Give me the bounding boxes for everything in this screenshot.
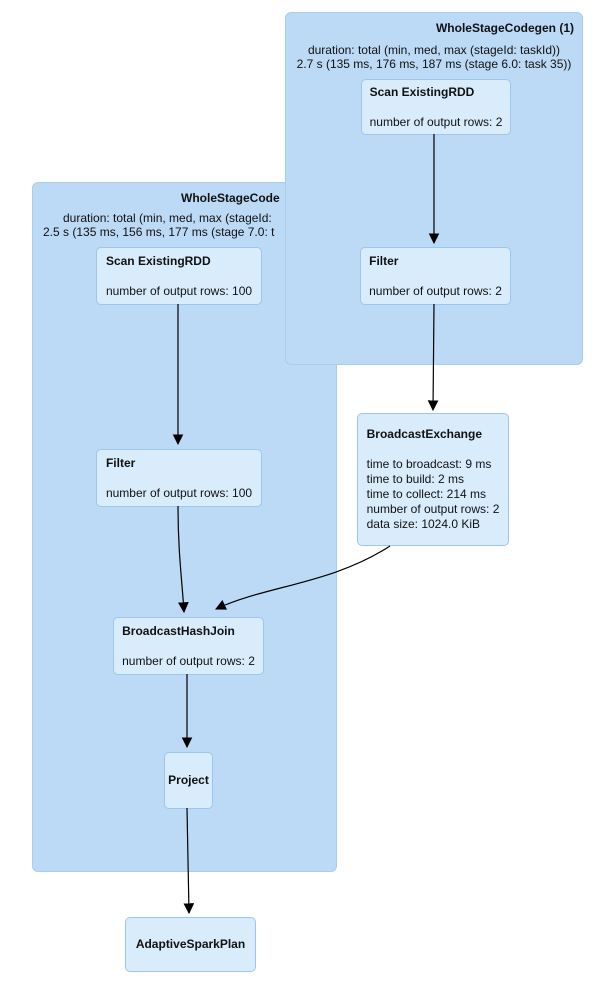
- node-metric: number of output rows: 2: [366, 502, 500, 516]
- cluster-duration-line1: duration: total (min, med, max (stageId:: [63, 211, 272, 225]
- node-adaptivesparkplan[interactable]: AdaptiveSparkPlan: [125, 917, 256, 972]
- node-title: BroadcastHashJoin: [122, 623, 235, 638]
- cluster-duration-line2: 2.7 s (135 ms, 176 ms, 187 ms (stage 6.0…: [296, 57, 572, 71]
- node-filter-2[interactable]: Filter number of output rows: 100: [96, 449, 262, 507]
- node-scan-existingrdd-2[interactable]: Scan ExistingRDD number of output rows: …: [96, 247, 262, 305]
- node-metric: time to broadcast: 9 ms: [366, 457, 492, 471]
- node-title: Project: [168, 773, 209, 787]
- node-title: AdaptiveSparkPlan: [135, 937, 246, 951]
- cluster-duration-line2: 2.5 s (135 ms, 156 ms, 177 ms (stage 7.0…: [43, 225, 275, 239]
- node-title: BroadcastExchange: [366, 427, 483, 441]
- node-title: Scan ExistingRDD: [369, 84, 475, 99]
- node-metric: number of output rows: 100: [105, 485, 253, 500]
- node-metric: time to build: 2 ms: [366, 472, 464, 486]
- node-metric: number of output rows: 2: [122, 653, 255, 668]
- node-broadcastexchange[interactable]: BroadcastExchange time to broadcast: 9 m…: [357, 413, 509, 546]
- node-metric: data size: 1024.0 KiB: [366, 517, 481, 531]
- node-title: Filter: [369, 253, 399, 268]
- cluster-wholestagecodegen-1: WholeStageCodegen (1) duration: total (m…: [285, 12, 583, 365]
- node-metric: time to collect: 214 ms: [366, 487, 487, 501]
- cluster-duration: duration: total (min, med, max (stageId:…: [286, 43, 582, 71]
- node-metric: number of output rows: 100: [105, 283, 253, 298]
- node-project[interactable]: Project: [164, 752, 213, 809]
- node-broadcasthashjoin[interactable]: BroadcastHashJoin number of output rows:…: [113, 617, 264, 675]
- cluster-duration-line1: duration: total (min, med, max (stageId:…: [307, 43, 561, 57]
- node-scan-existingrdd-1[interactable]: Scan ExistingRDD number of output rows: …: [361, 79, 511, 135]
- cluster-title: WholeStageCodegen (1): [435, 21, 574, 35]
- node-metric: number of output rows: 2: [369, 114, 503, 129]
- cluster-title: WholeStageCode: [181, 191, 280, 205]
- node-filter-1[interactable]: Filter number of output rows: 2: [360, 247, 511, 305]
- node-title: Filter: [105, 455, 136, 470]
- node-title: Scan ExistingRDD: [105, 253, 211, 268]
- node-metric: number of output rows: 2: [369, 283, 502, 298]
